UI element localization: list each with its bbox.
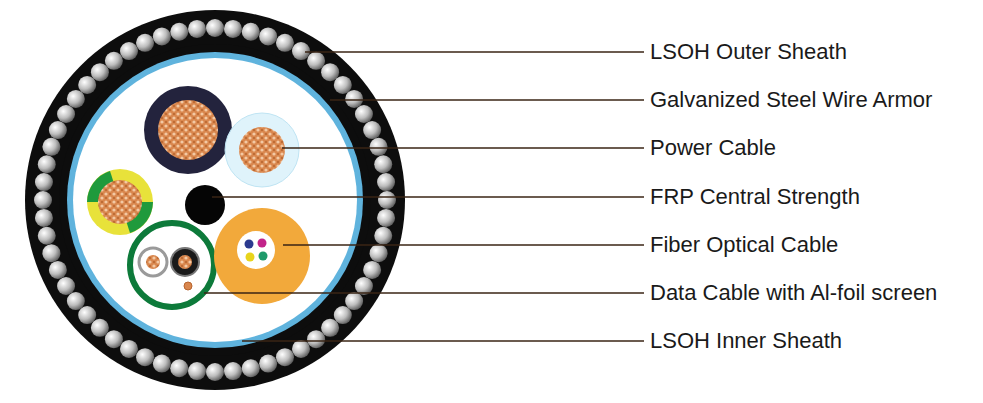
data-pair-core — [139, 248, 167, 276]
armor-wire — [292, 340, 310, 358]
armor-wire — [370, 138, 388, 156]
leader-line — [204, 292, 644, 294]
armor-wire — [206, 19, 224, 37]
armor-wire — [377, 209, 395, 227]
armor-wire — [307, 52, 325, 70]
armor-wire — [345, 90, 363, 108]
armor-wires — [34, 19, 396, 381]
data-cable-screen — [130, 223, 214, 307]
armor-wire — [120, 340, 138, 358]
armor-wire — [374, 227, 392, 245]
armor-wire — [334, 306, 352, 324]
armor-wire — [42, 138, 60, 156]
armor-wire — [78, 76, 96, 94]
armor-wire — [276, 348, 294, 366]
armor-wire — [224, 20, 242, 38]
armor-wire — [345, 292, 363, 310]
copper-conductor — [158, 100, 218, 160]
fiber — [258, 239, 267, 248]
fiber-cable-jacket — [214, 208, 310, 304]
fiber — [246, 253, 255, 262]
armor-wire — [91, 63, 109, 81]
armor-wire — [292, 42, 310, 60]
power-core-lightblue — [225, 113, 299, 187]
leader-line — [283, 244, 644, 246]
outer-sheath — [25, 10, 405, 390]
armor-wire — [49, 261, 67, 279]
armor-wire — [67, 292, 85, 310]
armor-wire — [105, 52, 123, 70]
copper-conductor — [178, 255, 192, 269]
armor-wire — [136, 34, 154, 52]
armor-wire — [34, 191, 52, 209]
inner-sheath-ring — [67, 52, 363, 348]
inner-sheath — [59, 44, 371, 356]
frp-strength-member — [185, 185, 225, 225]
armor-wire — [321, 319, 339, 337]
armor-wire — [38, 227, 56, 245]
armor-wire — [276, 34, 294, 52]
armor-wire — [355, 105, 373, 123]
leader-line — [242, 340, 644, 342]
armor-wire — [120, 42, 138, 60]
leader-line — [212, 196, 644, 198]
armor-wire — [242, 359, 260, 377]
armor-wire — [321, 63, 339, 81]
part-label: LSOH Inner Sheath — [650, 329, 842, 353]
armor-wire — [259, 355, 277, 373]
armor-wire — [57, 105, 75, 123]
armor-wire — [38, 155, 56, 173]
armor-wire — [370, 244, 388, 262]
armor-wire — [242, 23, 260, 41]
armor-wire — [153, 355, 171, 373]
leader-line — [282, 147, 644, 149]
armor-wire — [153, 27, 171, 45]
leader-lines — [204, 52, 644, 341]
armor-wire — [334, 76, 352, 94]
armor-wire — [105, 330, 123, 348]
earth-core — [87, 169, 153, 235]
armor-wire — [307, 330, 325, 348]
armor-wire — [35, 209, 53, 227]
power-core-navy — [144, 86, 232, 174]
data-pair-core — [171, 248, 199, 276]
armor-wire — [49, 121, 67, 139]
fiber-tube — [237, 231, 275, 269]
armor-wire — [378, 191, 396, 209]
leader-line — [305, 51, 644, 53]
fiber — [259, 252, 268, 261]
part-label: Galvanized Steel Wire Armor — [650, 88, 932, 112]
armor-wire — [136, 348, 154, 366]
part-label: LSOH Outer Sheath — [650, 40, 847, 64]
part-label: Fiber Optical Cable — [650, 233, 838, 257]
part-label: FRP Central Strength — [650, 185, 860, 209]
armor-wire — [363, 261, 381, 279]
armor-wire — [377, 173, 395, 191]
copper-conductor — [146, 255, 160, 269]
armor-wire — [67, 90, 85, 108]
armor-wire — [170, 359, 188, 377]
armor-wire — [78, 306, 96, 324]
armor-wire — [374, 155, 392, 173]
cable-core-space — [73, 58, 357, 342]
copper-conductor — [239, 127, 285, 173]
part-label: Data Cable with Al-foil screen — [650, 281, 937, 305]
drain-wire — [184, 282, 192, 290]
copper-conductor — [98, 180, 142, 224]
armor-wire — [259, 27, 277, 45]
leader-line — [330, 99, 644, 101]
armor-wire — [42, 244, 60, 262]
armor-wire — [35, 173, 53, 191]
armor-wire — [170, 23, 188, 41]
armor-wire — [363, 121, 381, 139]
armor-wire — [206, 363, 224, 381]
armor-wire — [188, 20, 206, 38]
part-label: Power Cable — [650, 136, 776, 160]
armor-wire — [91, 319, 109, 337]
armor-wire — [224, 362, 242, 380]
armor-wire — [188, 362, 206, 380]
fiber — [245, 240, 254, 249]
armor-wire — [57, 277, 75, 295]
